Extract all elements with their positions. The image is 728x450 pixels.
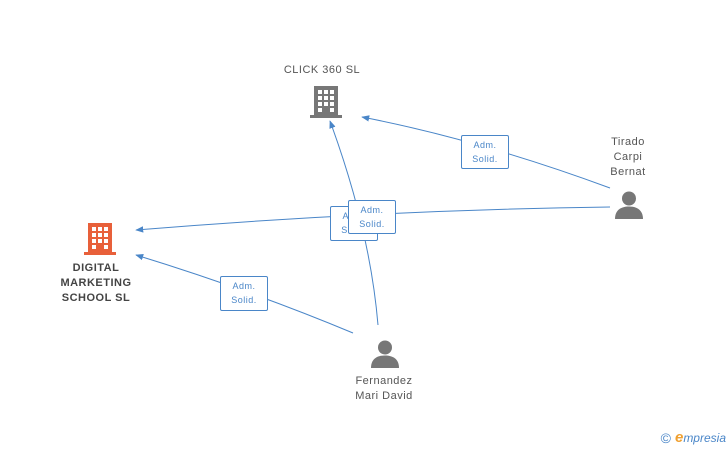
copyright-symbol: © [660,429,671,446]
company-click360-label: CLICK 360 SL [262,63,382,78]
company-digital-label: DIGITAL MARKETING SCHOOL SL [40,261,152,306]
person-tirado-line-1: Tirado [611,136,645,148]
person-icon[interactable] [370,339,400,374]
edge-label-line-1: Adm. [473,140,497,150]
edge-label-line-2: Solid. [472,154,498,164]
edge-label-line-1: Adm. [360,205,384,215]
person-fernandez-line-1: Fernandez [355,375,413,387]
person-tirado-label: Tirado Carpi Bernat [588,135,668,180]
edge-label-fernandez-digital[interactable]: Adm. Solid. [220,276,268,311]
company-digital-line-1: DIGITAL [72,262,120,274]
company-digital-line-2: MARKETING [60,277,132,289]
edge-label-tirado-click360[interactable]: Adm. Solid. [461,135,509,169]
person-tirado-line-2: Carpi [613,151,643,163]
building-icon[interactable] [84,221,116,260]
edge-label-tirado-digital[interactable]: Adm. Solid. [348,200,396,234]
edge-label-line-1: Adm. [232,281,256,291]
company-click360-name: CLICK 360 SL [283,64,361,76]
person-icon[interactable] [614,190,644,225]
person-tirado-line-3: Bernat [610,166,646,178]
edge-label-line-2: Solid. [359,219,385,229]
building-icon[interactable] [310,84,342,123]
company-digital-line-3: SCHOOL SL [61,292,131,304]
person-fernandez-label: Fernandez Mari David [334,374,434,404]
brand-watermark: © e mpresia [661,429,726,446]
edge-label-line-2: Solid. [231,295,257,305]
brand-initial: e [674,429,684,446]
brand-name: mpresia [683,430,726,445]
person-fernandez-line-2: Mari David [355,390,413,402]
